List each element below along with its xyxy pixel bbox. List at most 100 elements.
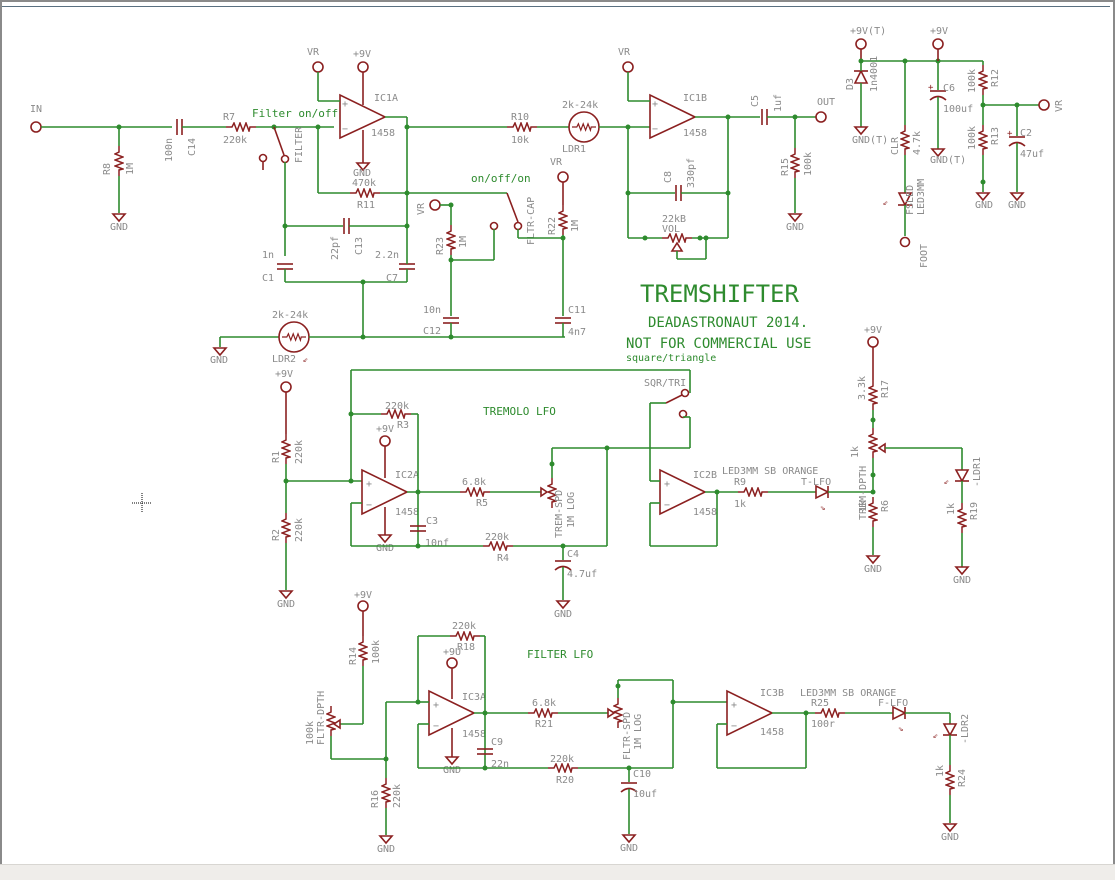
svg-text:−: − [366,500,372,511]
svg-text:C3: C3 [426,516,438,527]
svg-text:⇙: ⇙ [944,477,949,487]
svg-text:10k: 10k [511,135,529,146]
svg-text:IC2B: IC2B [693,470,717,481]
svg-text:C9: C9 [491,737,503,748]
svg-text:2.2n: 2.2n [375,250,399,261]
svg-text:C1: C1 [262,273,274,284]
opamp-ic2a-icon [361,468,409,516]
svg-text:LED3MM SB ORANGE: LED3MM SB ORANGE [800,688,896,699]
svg-text:100k: 100k [967,69,978,93]
filter-onoff-note: Filter on/off [252,107,338,120]
svg-text:−: − [731,721,737,732]
svg-text:C10: C10 [633,769,651,780]
svg-text:GND: GND [1008,200,1026,211]
resistor-r5-icon [460,487,490,497]
svg-text:1458: 1458 [371,128,395,139]
svg-text:GND: GND [443,765,461,776]
square-triangle-note: square/triangle [626,353,716,364]
filter-cap-section: on/off/on FLTR-CAP VR R23 1M 10n C12 VR … [407,157,586,338]
filter-switch-icon[interactable] [280,154,290,164]
filter-lfo-label: FILTER LFO [527,648,593,661]
resistor-r13-icon [978,125,988,155]
input-jack-icon[interactable] [30,121,42,133]
filter-speed-pot-icon[interactable] [613,698,623,728]
svg-text:47uf: 47uf [1020,149,1044,160]
svg-text:C8: C8 [663,171,674,183]
svg-text:LDR1: LDR1 [562,144,586,155]
svg-text:220k: 220k [294,518,305,542]
svg-text:VR: VR [307,47,320,58]
resistor-r12-icon [978,65,988,95]
opamp-ic1a: + − IC1A 1458 VR +9V GND 470k R11 22pf C… [262,47,507,337]
svg-text:C7: C7 [386,273,398,284]
svg-text:R7: R7 [223,112,235,123]
sqr-tri-switch-icon[interactable] [680,388,690,398]
svg-text:GND: GND [864,564,882,575]
fltr-cap-switch-icon[interactable] [513,221,523,231]
svg-text:1458: 1458 [760,727,784,738]
svg-text:C6: C6 [943,83,955,94]
filter-depth-pot-icon[interactable] [326,706,336,736]
svg-text:1k: 1k [734,499,746,510]
svg-text:R1: R1 [271,451,282,463]
svg-text:R23: R23 [435,237,446,255]
svg-text:+: + [1007,129,1013,139]
svg-text:FLTR-SPD: FLTR-SPD [622,712,633,760]
tremolo-lfo-section: TREMOLO LFO +9V R1 220k GND R2 220k + − … [271,325,983,620]
opamp-ic1a-icon [339,93,387,140]
footswitch-icon[interactable] [899,236,911,248]
resistor-r10-icon [507,122,537,132]
resistor-r4-icon [483,541,513,551]
output-jack-icon[interactable] [815,111,827,123]
opamp-ic3b-icon [726,689,774,737]
resistor-clr-icon [900,125,910,155]
svg-text:GND: GND [110,222,128,233]
svg-text:1M LOG: 1M LOG [633,714,644,750]
svg-text:2k-24k: 2k-24k [562,100,598,111]
svg-text:220k: 220k [294,440,305,464]
svg-text:R19: R19 [969,502,980,520]
svg-text:⇘: ⇘ [820,503,825,513]
svg-text:R12: R12 [990,69,1001,87]
svg-text:2k-24k: 2k-24k [272,310,308,321]
svg-text:IC3A: IC3A [462,692,486,703]
resistor-r19-icon [957,503,967,533]
svg-text:⇙: ⇙ [933,731,938,741]
svg-text:10uf: 10uf [633,789,657,800]
volume-pot-icon[interactable] [662,233,692,243]
svg-text:1M LOG: 1M LOG [566,492,577,528]
resistor-r6-icon [868,497,878,527]
svg-text:10nf: 10nf [425,538,449,549]
svg-text:⇙: ⇙ [303,355,308,365]
svg-text:GND: GND [210,355,228,366]
svg-text:1M: 1M [570,220,581,232]
svg-text:F-LFO: F-LFO [878,698,908,709]
svg-text:100n: 100n [164,138,175,162]
svg-text:330pf: 330pf [686,158,697,188]
svg-text:R3: R3 [397,420,409,431]
svg-text:R22: R22 [547,217,558,235]
svg-text:1uf: 1uf [773,94,784,112]
svg-text:+9V: +9V [930,26,948,37]
resistor-r18-icon [450,631,480,641]
svg-text:R25: R25 [811,698,829,709]
svg-text:CLR: CLR [890,136,901,155]
trem-depth-pot-icon[interactable] [868,428,878,458]
resistor-r23-icon [446,225,456,255]
svg-text:GND: GND [277,599,295,610]
t-lfo-led-icon [815,484,830,500]
svg-text:6.8k: 6.8k [462,477,486,488]
resistor-r11-icon [350,188,380,198]
svg-text:1458: 1458 [395,507,419,518]
output-stage: R10 10k 2k-24k LDR1 + − IC1B 1458 VR C8 … [507,47,835,260]
svg-text:-LDR2: -LDR2 [960,714,971,744]
svg-text:220k: 220k [485,532,509,543]
resistor-r20-icon [548,763,578,773]
resistor-r17-icon [868,380,878,410]
resistor-r7-icon [226,122,256,132]
svg-text:+9V: +9V [864,325,882,336]
svg-text:−: − [664,500,670,511]
svg-text:470k: 470k [352,178,376,189]
